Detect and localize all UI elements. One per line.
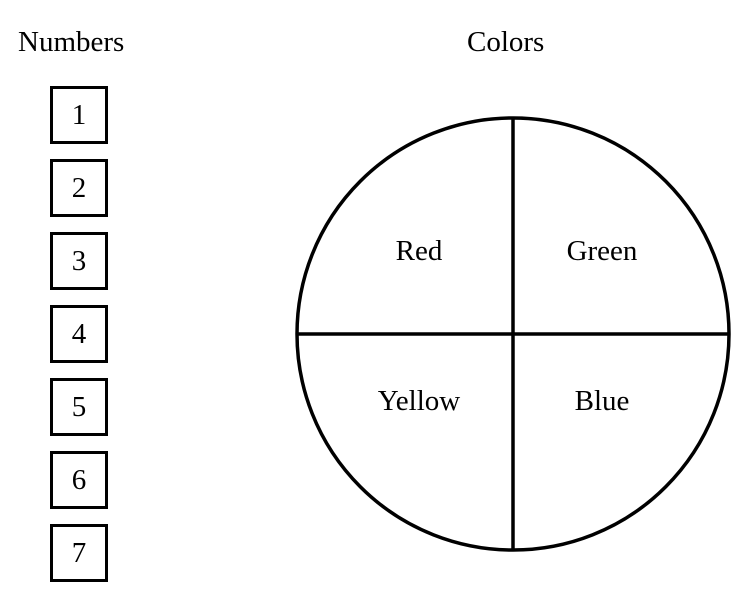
segment-label-red: Red — [396, 235, 443, 267]
segment-label-yellow: Yellow — [378, 385, 461, 417]
segment-label-blue: Blue — [575, 385, 630, 417]
number-box-4: 4 — [50, 305, 108, 363]
number-box-1: 1 — [50, 86, 108, 144]
number-box-5: 5 — [50, 378, 108, 436]
number-box-2: 2 — [50, 159, 108, 217]
segment-label-green: Green — [567, 235, 638, 267]
colors-heading: Colors — [467, 26, 545, 58]
number-box-6: 6 — [50, 451, 108, 509]
numbers-heading: Numbers — [18, 26, 125, 58]
number-box-3: 3 — [50, 232, 108, 290]
number-box-7: 7 — [50, 524, 108, 582]
color-wheel: Red Green Yellow Blue — [295, 116, 731, 552]
